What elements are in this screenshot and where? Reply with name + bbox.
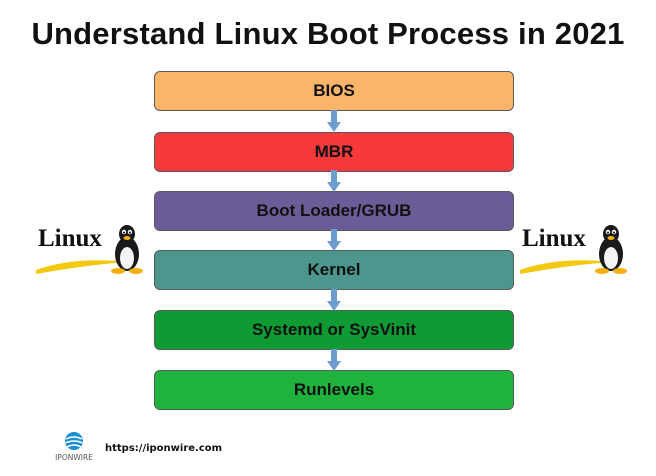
stage-mbr: MBR bbox=[154, 132, 514, 172]
stage-kernel: Kernel bbox=[154, 250, 514, 290]
diagram-title: Understand Linux Boot Process in 2021 bbox=[31, 16, 625, 51]
linux-logo-left: Linux bbox=[36, 225, 143, 274]
linux-logo-right: Linux bbox=[520, 225, 627, 274]
brand-name: IPONWIRE bbox=[55, 453, 93, 462]
website-link[interactable]: https://iponwire.com bbox=[105, 443, 223, 454]
linux-logo-text: Linux bbox=[522, 225, 586, 252]
linux-logo-text: Linux bbox=[38, 225, 102, 252]
globe-icon bbox=[65, 432, 83, 450]
stage-label: MBR bbox=[314, 142, 354, 161]
stage-label: Kernel bbox=[307, 260, 361, 279]
stage-boot-loader: Boot Loader/GRUB bbox=[154, 191, 514, 231]
stage-label: Boot Loader/GRUB bbox=[256, 201, 412, 220]
stage-systemd: Systemd or SysVinit bbox=[154, 310, 514, 350]
stage-bios: BIOS bbox=[154, 71, 514, 111]
arrow-down-icon bbox=[327, 170, 341, 192]
stage-label: Runlevels bbox=[293, 380, 375, 399]
tux-penguin-icon bbox=[595, 225, 627, 274]
arrow-down-icon bbox=[327, 110, 341, 132]
stage-label: Systemd or SysVinit bbox=[251, 320, 417, 339]
tux-penguin-icon bbox=[111, 225, 143, 274]
arrow-down-icon bbox=[327, 349, 341, 371]
arrow-down-icon bbox=[327, 289, 341, 311]
iponwire-logo: IPONWIRE bbox=[55, 432, 93, 462]
stage-runlevels: Runlevels bbox=[154, 370, 514, 410]
arrow-down-icon bbox=[327, 229, 341, 251]
stage-label: BIOS bbox=[313, 81, 355, 100]
